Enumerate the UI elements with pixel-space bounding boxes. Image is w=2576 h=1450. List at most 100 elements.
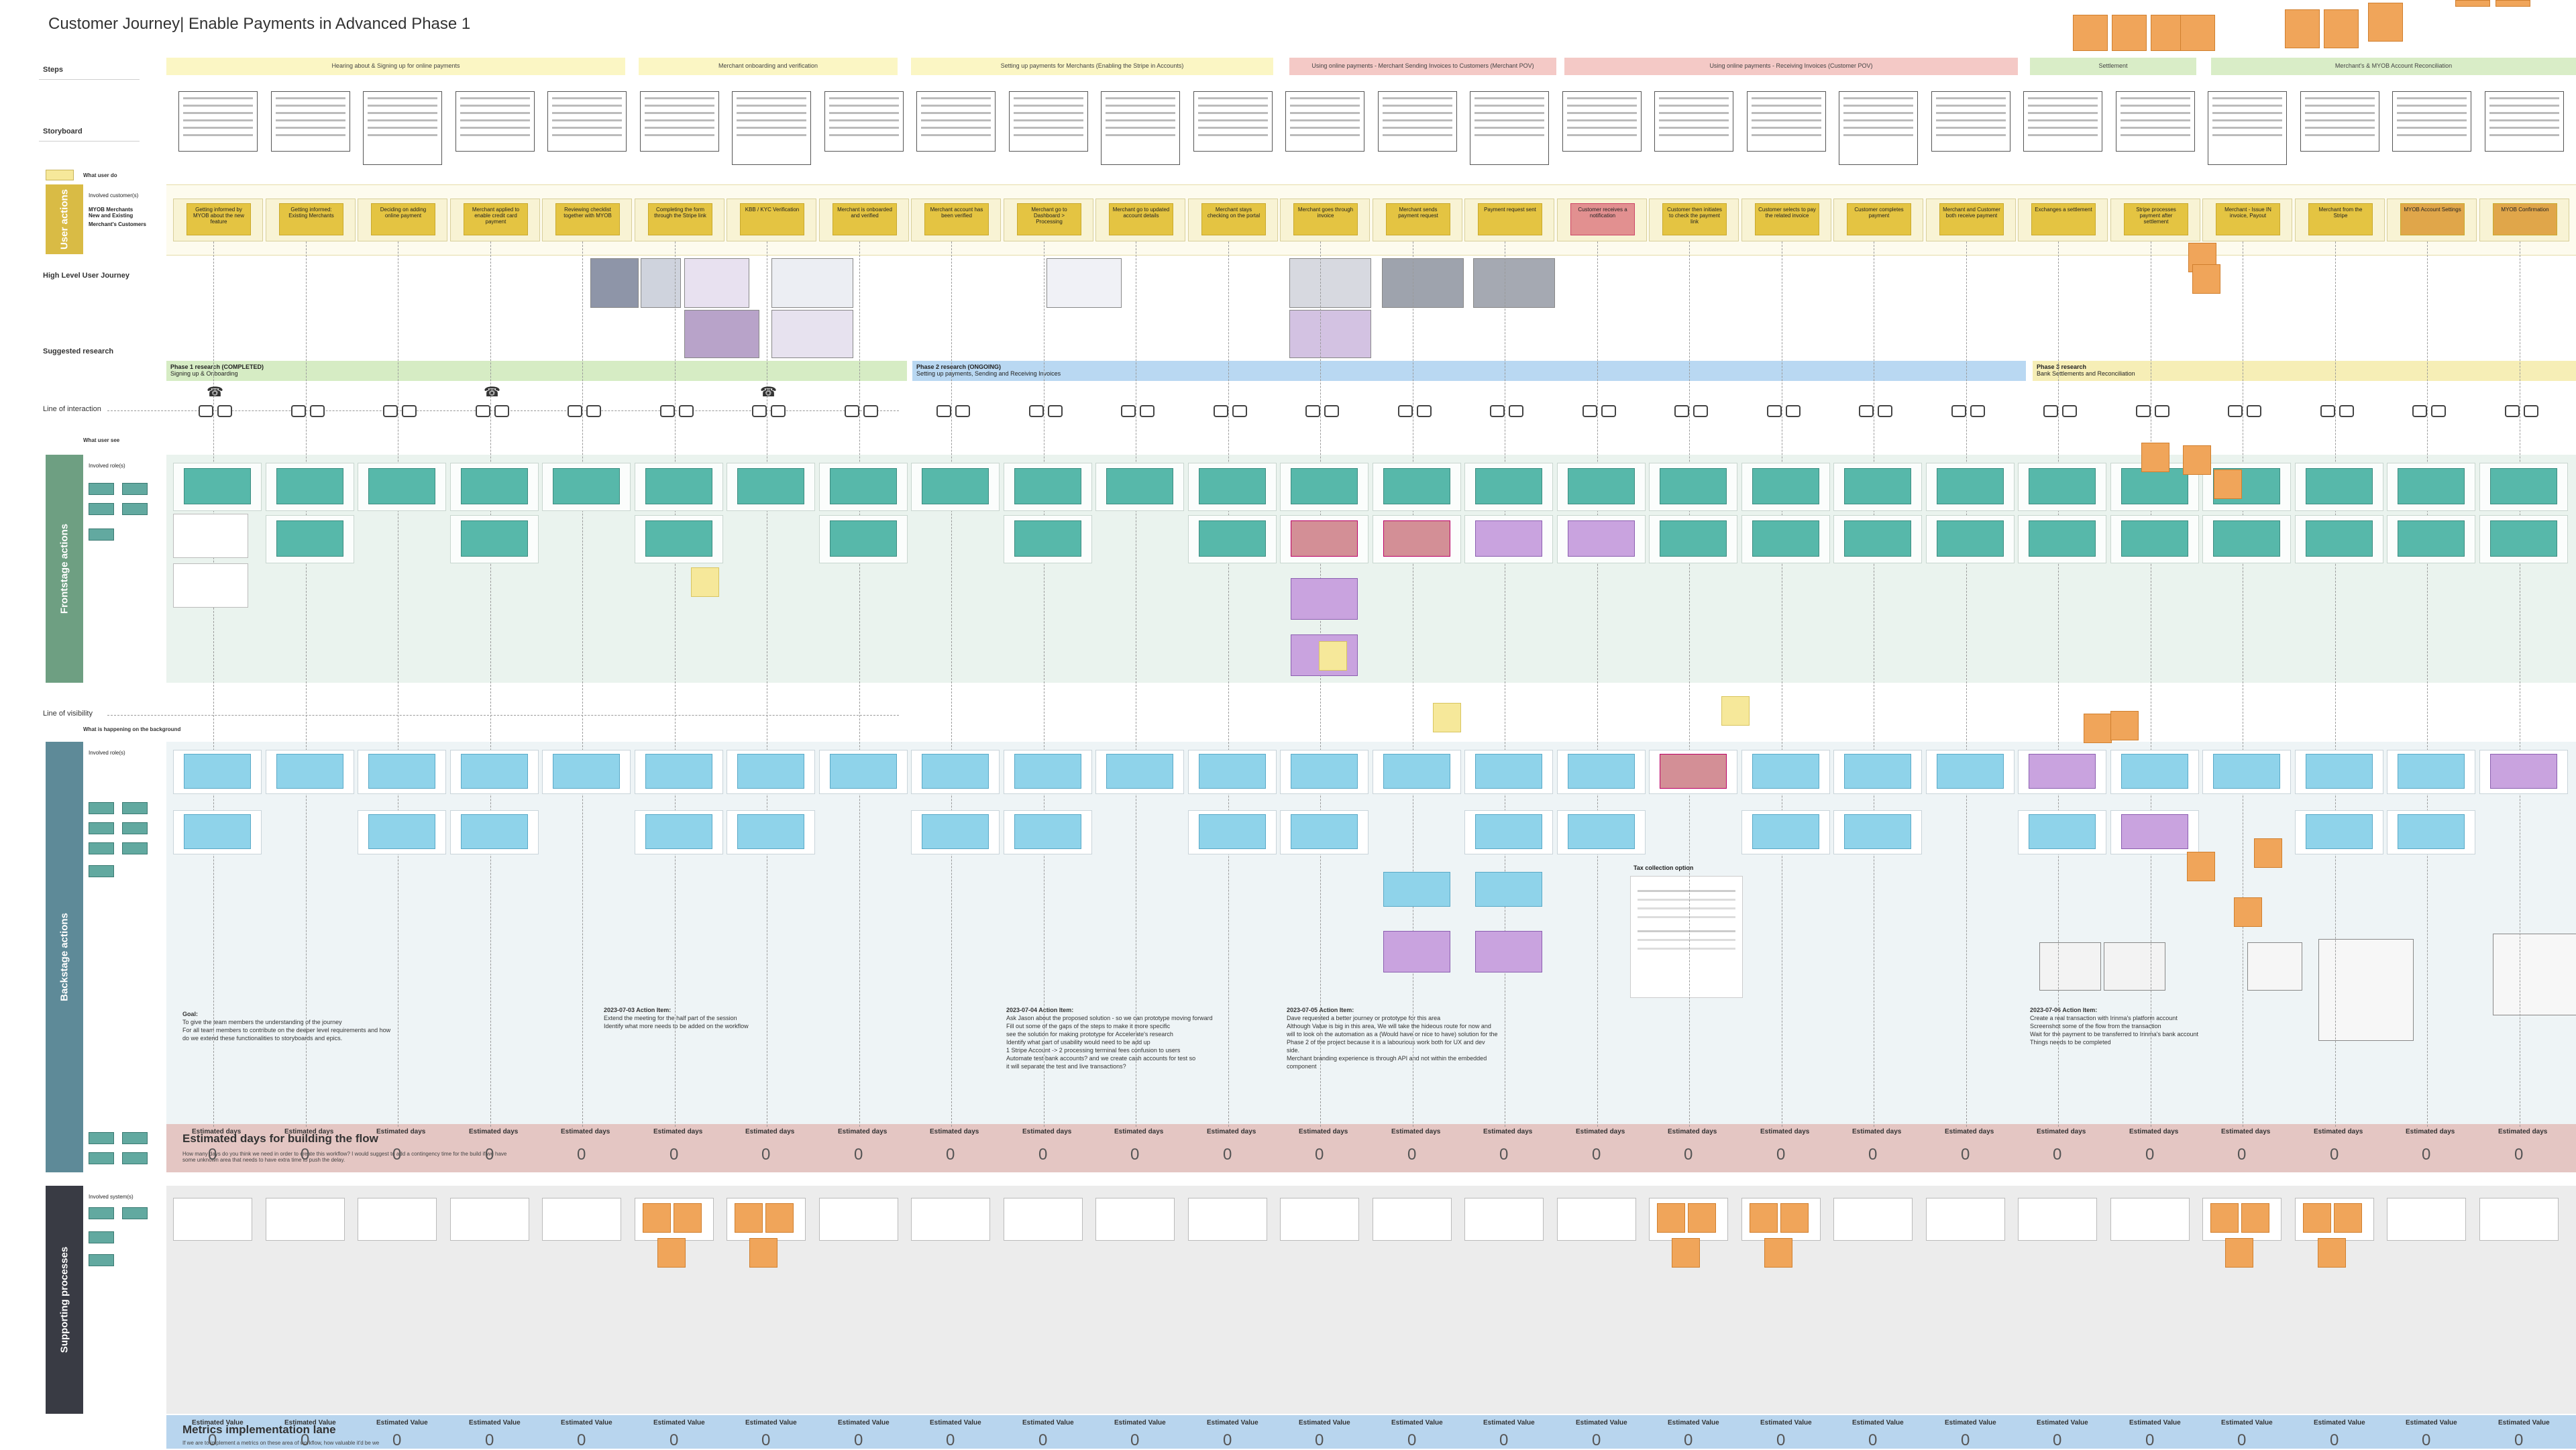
metrics-col-label: Estimated Value (376, 1419, 428, 1427)
user-action-card: Merchant stays checking on the portal (1201, 203, 1266, 235)
metrics-col-label: Estimated Value (2221, 1419, 2273, 1427)
metrics-desc: If we are to implement a metrics on thes… (182, 1440, 380, 1446)
steps-row-label: Steps (43, 66, 63, 74)
user-action-card: Deciding on adding online payment (371, 203, 435, 235)
frontstage-card (1291, 520, 1358, 557)
metrics-title: Metrics implementation lane (182, 1423, 336, 1436)
frontstage-card (1937, 468, 2004, 504)
flow-connector (951, 201, 952, 1127)
system-chip (89, 1254, 114, 1266)
metrics-value: 0 (2237, 1431, 2247, 1449)
system-sticky (2303, 1203, 2331, 1233)
metrics-col-label: Estimated Value (1022, 1419, 1074, 1427)
metrics-value: 0 (1499, 1431, 1509, 1449)
research-row-label: Suggested research (43, 347, 114, 355)
backstage-card (2306, 814, 2373, 849)
role-chip (89, 802, 114, 814)
estimate-value: 0 (1776, 1146, 1786, 1164)
device-icon (679, 405, 694, 417)
user-action-card: Exchanges a settlement (2031, 203, 2096, 235)
frontstage-card (184, 468, 251, 504)
metrics-value: 0 (208, 1431, 217, 1449)
metrics-value: 0 (2330, 1431, 2339, 1449)
device-icon (1859, 405, 1874, 417)
metrics-col-label: Estimated Value (1760, 1419, 1812, 1427)
frontstage-card (1752, 520, 1819, 557)
device-icon (1786, 405, 1801, 417)
step-band-merchant-invoices: Using online payments - Merchant Sending… (1289, 58, 1556, 75)
storyboard-card (1839, 91, 1918, 165)
frontstage-card (553, 468, 620, 504)
storyboard-card (824, 91, 904, 152)
estimate-col-label: Estimated days (284, 1128, 334, 1135)
sticky-note (2183, 445, 2211, 475)
action-note-line: Extend the meeting for the half part of … (604, 1015, 737, 1021)
sticky-note (2455, 0, 2490, 7)
action-note-title: 2023-07-04 Action Item: (1006, 1007, 1074, 1013)
storyboard-card (2023, 91, 2102, 152)
frontstage-card (1660, 468, 1727, 504)
frontstage-card (2306, 468, 2373, 504)
user-action-card: Completing the form through the Stripe l… (648, 203, 712, 235)
role-chip (89, 865, 114, 877)
metrics-value: 0 (485, 1431, 494, 1449)
storyboard-card (1747, 91, 1826, 152)
device-icon (383, 405, 398, 417)
estimate-col-label: Estimated days (930, 1128, 979, 1135)
action-note-0706: 2023-07-06 Action Item: Create a real tr… (2030, 1006, 2245, 1046)
journey-screenshot (684, 258, 749, 308)
supporting-frame (819, 1198, 898, 1241)
journey-screenshot (1289, 310, 1371, 358)
frontstage-card (2398, 520, 2465, 557)
estimate-value: 0 (1961, 1146, 1970, 1164)
device-icon (310, 405, 325, 417)
frontstage-card (1014, 468, 1081, 504)
supporting-frame (1373, 1198, 1452, 1241)
supporting-frame (1280, 1198, 1359, 1241)
flow-connector (1689, 201, 1690, 1127)
metrics-value: 0 (1315, 1431, 1324, 1449)
action-note-title: 2023-07-06 Action Item: (2030, 1007, 2098, 1013)
system-sticky (1657, 1203, 1685, 1233)
estimate-col-label: Estimated days (469, 1128, 519, 1135)
estimate-value: 0 (1868, 1146, 1878, 1164)
device-icon (1693, 405, 1708, 417)
estimate-col-label: Estimated days (1483, 1128, 1533, 1135)
metrics-col-label: Estimated Value (1391, 1419, 1443, 1427)
supporting-frame (173, 1198, 252, 1241)
role-chip (89, 528, 114, 541)
role-chip (122, 503, 148, 515)
user-action-card: Merchant go to Dashboard > Processing (1017, 203, 1081, 235)
user-action-card: Merchant applied to enable credit card p… (464, 203, 528, 235)
metrics-col-label: Estimated Value (930, 1419, 981, 1427)
tax-collection-title: Tax collection option (1633, 865, 1694, 871)
action-note-line: Dave requested a better journey or proto… (1287, 1015, 1441, 1021)
device-icon (1214, 405, 1228, 417)
sticky-note (2180, 15, 2215, 51)
system-chip (122, 1207, 148, 1219)
user-action-card: Merchant from the Stripe (2308, 203, 2373, 235)
backstage-card (2213, 754, 2280, 789)
frontstage-card (645, 468, 712, 504)
backstage-card (1014, 814, 1081, 849)
metrics-col-label: Estimated Value (1299, 1419, 1350, 1427)
system-sticky (643, 1203, 671, 1233)
backstage-card (368, 754, 435, 789)
user-action-card: Merchant and Customer both receive payme… (1939, 203, 2004, 235)
backstage-card (1383, 872, 1450, 907)
device-icon (1417, 405, 1432, 417)
frontstage-card (1752, 468, 1819, 504)
sticky-note (1721, 696, 1750, 726)
backstage-card (368, 814, 435, 849)
action-note-line: side. (1287, 1047, 1300, 1054)
storyboard-card (455, 91, 535, 152)
estimate-value: 0 (946, 1146, 955, 1164)
goal-note-line: do we extend these functionalities to st… (182, 1035, 343, 1042)
estimate-col-label: Estimated days (1299, 1128, 1348, 1135)
device-icon (1674, 405, 1689, 417)
sticky-note (691, 567, 719, 597)
estimate-value: 0 (208, 1146, 217, 1164)
role-chip (122, 842, 148, 854)
sticky-note (2496, 0, 2530, 7)
role-chip (122, 822, 148, 834)
